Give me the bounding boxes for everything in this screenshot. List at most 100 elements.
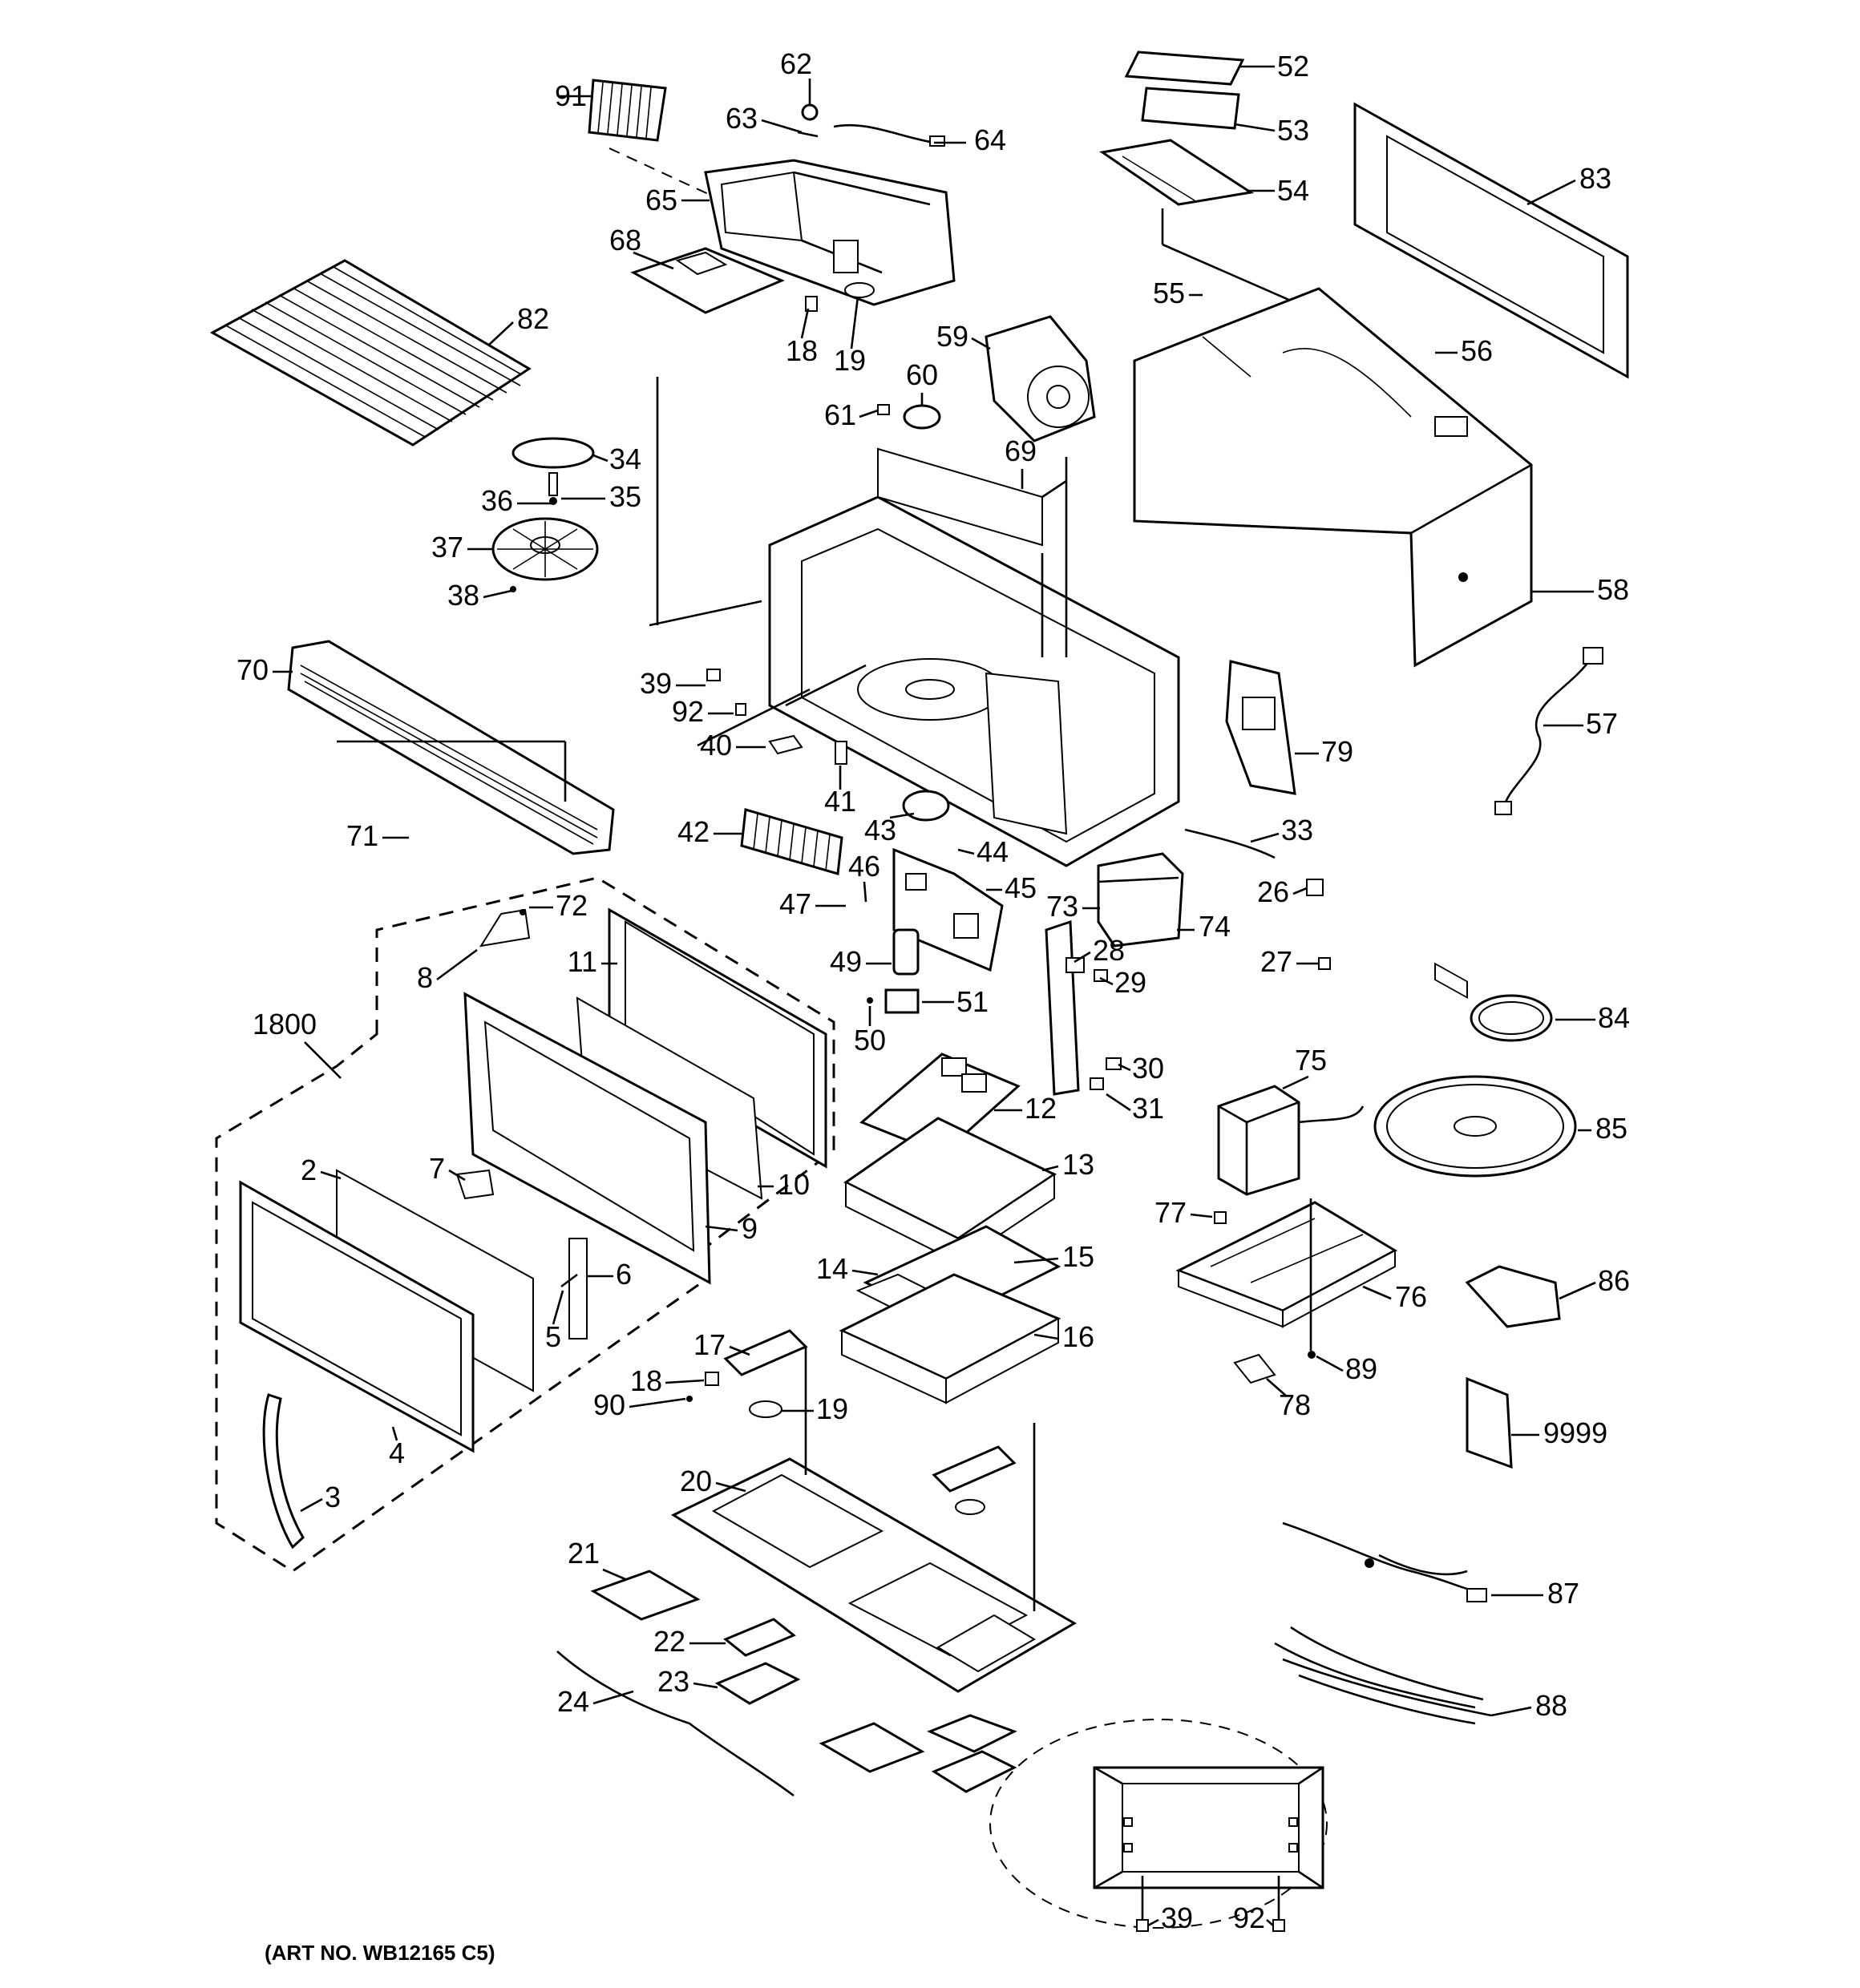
part-85-turntable-glass: [1373, 1075, 1577, 1178]
part-6-latch: [568, 1238, 588, 1339]
callout-label-16: 16: [1062, 1320, 1094, 1353]
callout-leader: [1013, 1257, 1059, 1264]
part-24-wire: [556, 1651, 795, 1797]
part-16-bottom-tray: [839, 1273, 1061, 1404]
callout-label-76: 76: [1395, 1280, 1427, 1313]
callout-label-73: 73: [1046, 890, 1078, 923]
callout-label-62: 62: [780, 47, 812, 80]
callout-label-82: 82: [517, 302, 549, 335]
part-11-door-frame: [608, 907, 827, 1169]
callout-label-11: 11: [568, 945, 597, 978]
callout-leader: [859, 409, 879, 418]
callout-leader: [1266, 1378, 1288, 1397]
callout-label-42: 42: [677, 815, 710, 848]
callout-label-38: 38: [447, 579, 479, 612]
part-7-bracket: [455, 1169, 495, 1200]
callout-leader: [1292, 887, 1308, 895]
part-51-bracket: [884, 988, 920, 1014]
callout-label-21: 21: [568, 1537, 600, 1570]
callout-label-18: 18: [786, 334, 818, 367]
callout-leader: [693, 1682, 718, 1689]
callout-label-71: 71: [346, 819, 378, 852]
callout-leader: [850, 296, 859, 350]
callout-leader: [1234, 123, 1276, 132]
callout-label-15: 15: [1062, 1240, 1094, 1273]
callout-label-70: 70: [237, 653, 269, 686]
callout-label-45: 45: [1005, 871, 1037, 904]
part-49-capacitor: [892, 928, 920, 976]
callout-label-4: 4: [389, 1436, 405, 1469]
callout-label-1800: 1800: [253, 1008, 317, 1040]
callout-leader: [800, 308, 810, 339]
part-13-board-tray: [843, 1117, 1057, 1264]
callout-leader: [1118, 1063, 1131, 1072]
callout-label-47: 47: [779, 887, 811, 920]
callout-label-24: 24: [557, 1685, 589, 1718]
part-39-clip: [706, 669, 721, 681]
callout-label-20: 20: [680, 1465, 712, 1497]
art-number: (ART NO. WB12165 C5): [265, 1941, 495, 1965]
callout-leader: [1147, 1918, 1159, 1927]
callout-label-41: 41: [824, 785, 856, 818]
callout-label-53: 53: [1277, 114, 1309, 147]
part-cover-right: [819, 1722, 925, 1773]
part-92-clip: [735, 703, 746, 716]
part-27-fuse: [1318, 957, 1331, 970]
part-18-19-lamp: [805, 282, 875, 312]
part-8-hinge: [479, 908, 531, 948]
callout-leader: [1490, 1706, 1532, 1717]
callout-label-64: 64: [974, 123, 1006, 156]
callout-leader: [1074, 951, 1091, 964]
callout-leader: [1106, 1093, 1131, 1112]
callout-leader: [705, 1225, 738, 1232]
callout-label-19: 19: [816, 1392, 848, 1425]
callout-label-9999: 9999: [1543, 1416, 1607, 1449]
callout-label-19: 19: [834, 344, 866, 377]
part-77-diode: [1214, 1211, 1227, 1224]
callout-leader: [448, 1169, 466, 1182]
callout-leader: [320, 1170, 342, 1180]
callout-label-56: 56: [1461, 334, 1493, 367]
part-3-handle: [262, 1393, 305, 1550]
part-41-interlock: [835, 741, 847, 765]
part-26-thermistor: [1306, 879, 1324, 896]
inset-cavity-detail: [989, 1719, 1328, 1932]
callout-label-30: 30: [1132, 1052, 1164, 1085]
part-73-magnetron: [1097, 852, 1184, 948]
callout-leader: [1099, 976, 1114, 986]
callout-label-5: 5: [545, 1320, 561, 1353]
callout-label-85: 85: [1595, 1112, 1628, 1145]
part-79-control-bracket: [1225, 660, 1296, 795]
callout-label-57: 57: [1586, 707, 1618, 740]
callout-leader: [633, 251, 674, 270]
callout-label-72: 72: [556, 889, 588, 922]
callout-label-9: 9: [742, 1212, 758, 1245]
callout-leader: [552, 1290, 564, 1325]
part-34-38-turntable-drive: [491, 437, 599, 592]
callout-label-6: 6: [616, 1258, 632, 1291]
callout-label-35: 35: [609, 480, 641, 513]
callout-label-23: 23: [657, 1665, 689, 1698]
part-40-coupler: [768, 734, 803, 755]
part-filter-right: [927, 1714, 1017, 1753]
callout-label-18: 18: [630, 1364, 662, 1397]
callout-leader: [729, 1345, 750, 1356]
part-86-bag: [1465, 1265, 1561, 1328]
callout-label-78: 78: [1279, 1388, 1311, 1421]
callout-leader: [483, 589, 512, 599]
callout-label-17: 17: [693, 1328, 726, 1361]
callout-label-68: 68: [609, 224, 641, 257]
callout-label-2: 2: [301, 1154, 317, 1186]
callout-leader: [1362, 1285, 1392, 1300]
callout-label-33: 33: [1281, 814, 1313, 847]
part-28-31-interlock-switches: [1045, 919, 1122, 1096]
callout-label-10: 10: [778, 1168, 810, 1201]
callout-label-74: 74: [1199, 910, 1231, 943]
callout-label-37: 37: [431, 531, 463, 564]
callout-label-31: 31: [1132, 1092, 1164, 1125]
callout-label-22: 22: [653, 1625, 685, 1658]
callout-label-88: 88: [1535, 1689, 1567, 1722]
part-75-transformer: [1217, 1085, 1365, 1196]
